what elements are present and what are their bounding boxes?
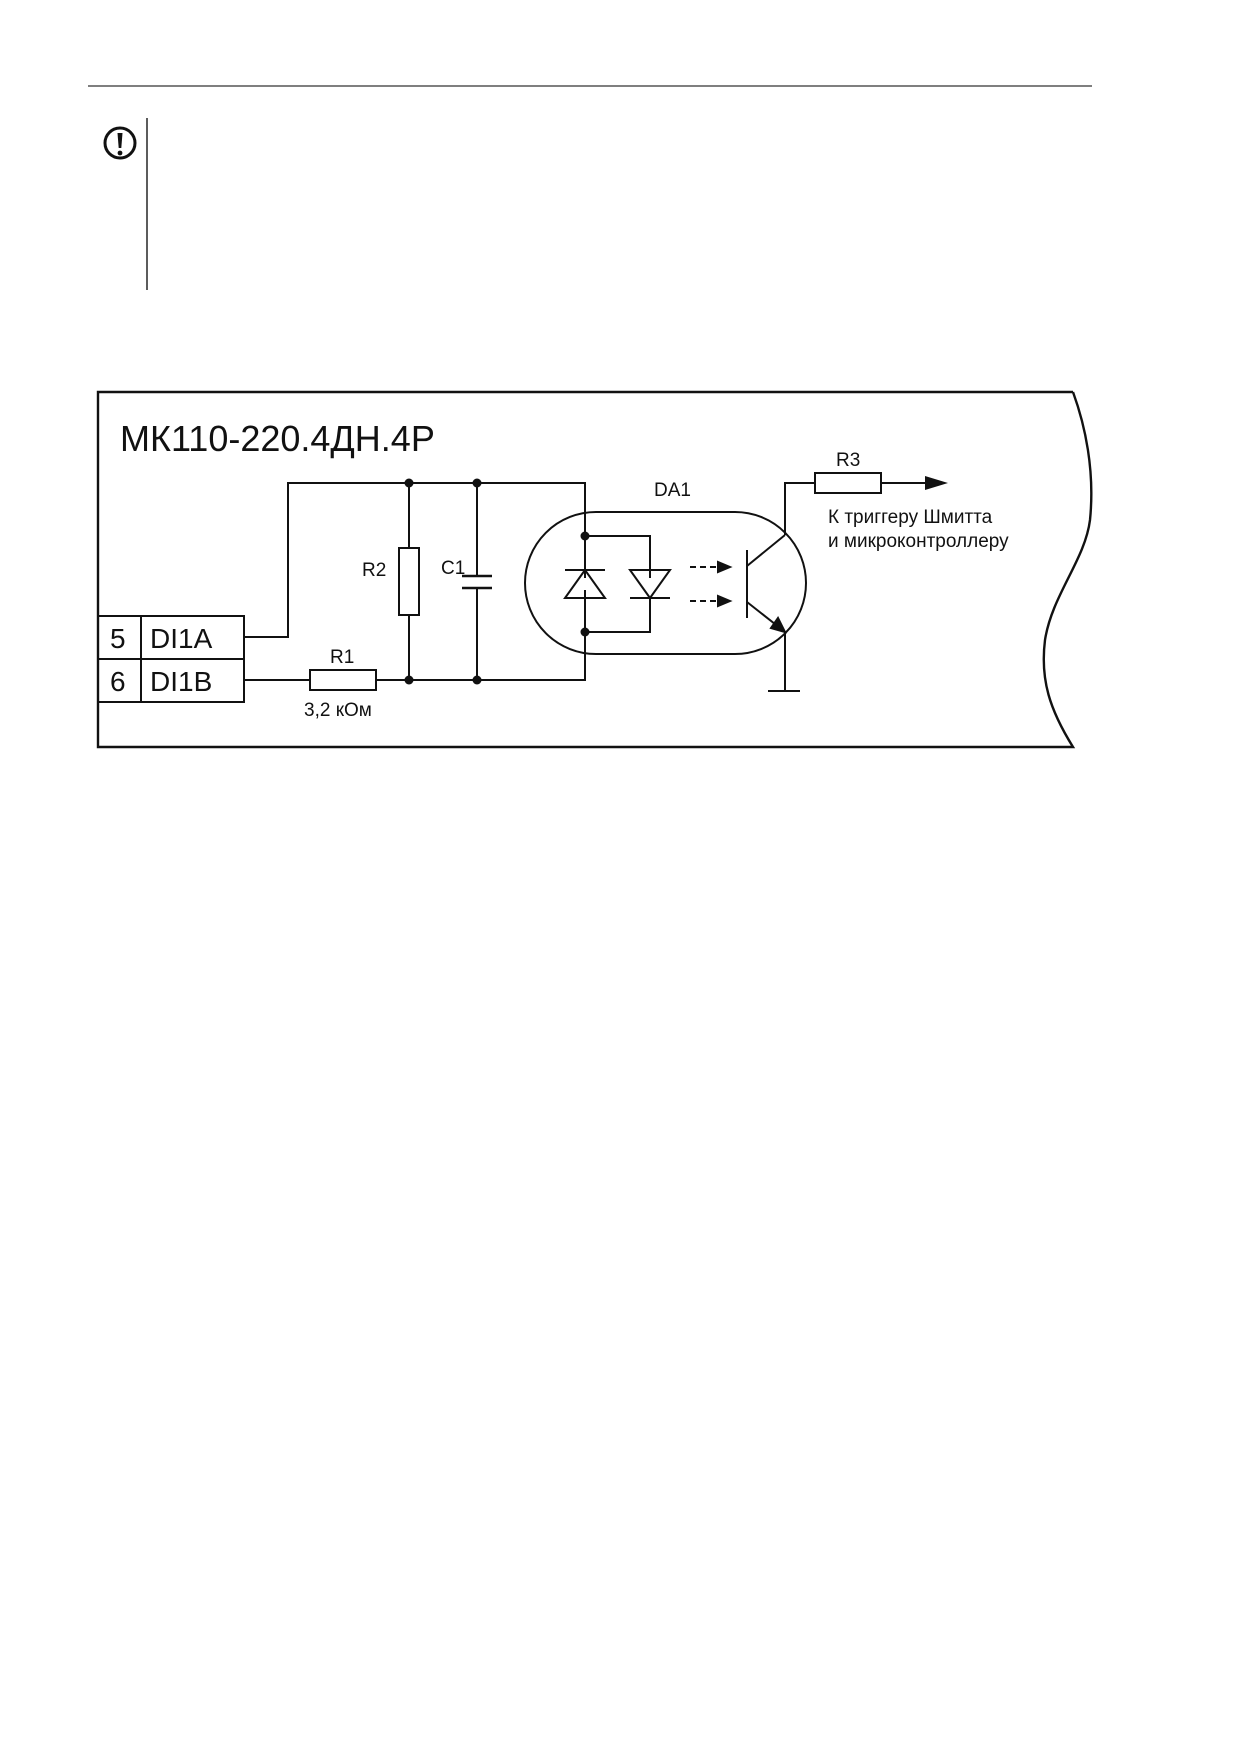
resistor-r3: [814, 472, 882, 494]
junction-dots: [404, 478, 590, 685]
phototransistor: [746, 534, 787, 634]
terminal-6-number: 6: [110, 666, 126, 697]
terminal-5-name: DI1A: [150, 623, 213, 654]
capacitor-c1: [462, 574, 492, 590]
r2-label: R2: [362, 560, 386, 581]
resistor-r2: [398, 547, 420, 616]
diagram-frame: [96, 390, 1093, 749]
c1-label: C1: [441, 558, 465, 579]
device-title: МК110-220.4ДН.4Р: [120, 418, 435, 459]
terminal-block: 5 DI1A 6 DI1B: [97, 615, 245, 703]
wires: [244, 482, 927, 692]
r3-label: R3: [836, 450, 860, 471]
da1-label: DA1: [654, 480, 691, 501]
output-label-line1: К триггеру Шмитта: [828, 507, 993, 528]
output-arrow-icon: [925, 476, 948, 490]
terminal-6-name: DI1B: [150, 666, 212, 697]
led-1: [563, 568, 607, 599]
optocoupler-da1: [524, 511, 807, 655]
led-2: [628, 569, 672, 600]
terminal-5-number: 5: [110, 623, 126, 654]
light-arrows: [690, 560, 733, 608]
r1-value: 3,2 кОм: [304, 700, 372, 721]
exclamation-circle-icon: [103, 126, 137, 160]
resistor-r1: [309, 669, 377, 691]
output-label-line2: и микроконтроллеру: [828, 531, 1009, 552]
r1-label: R1: [330, 647, 354, 668]
